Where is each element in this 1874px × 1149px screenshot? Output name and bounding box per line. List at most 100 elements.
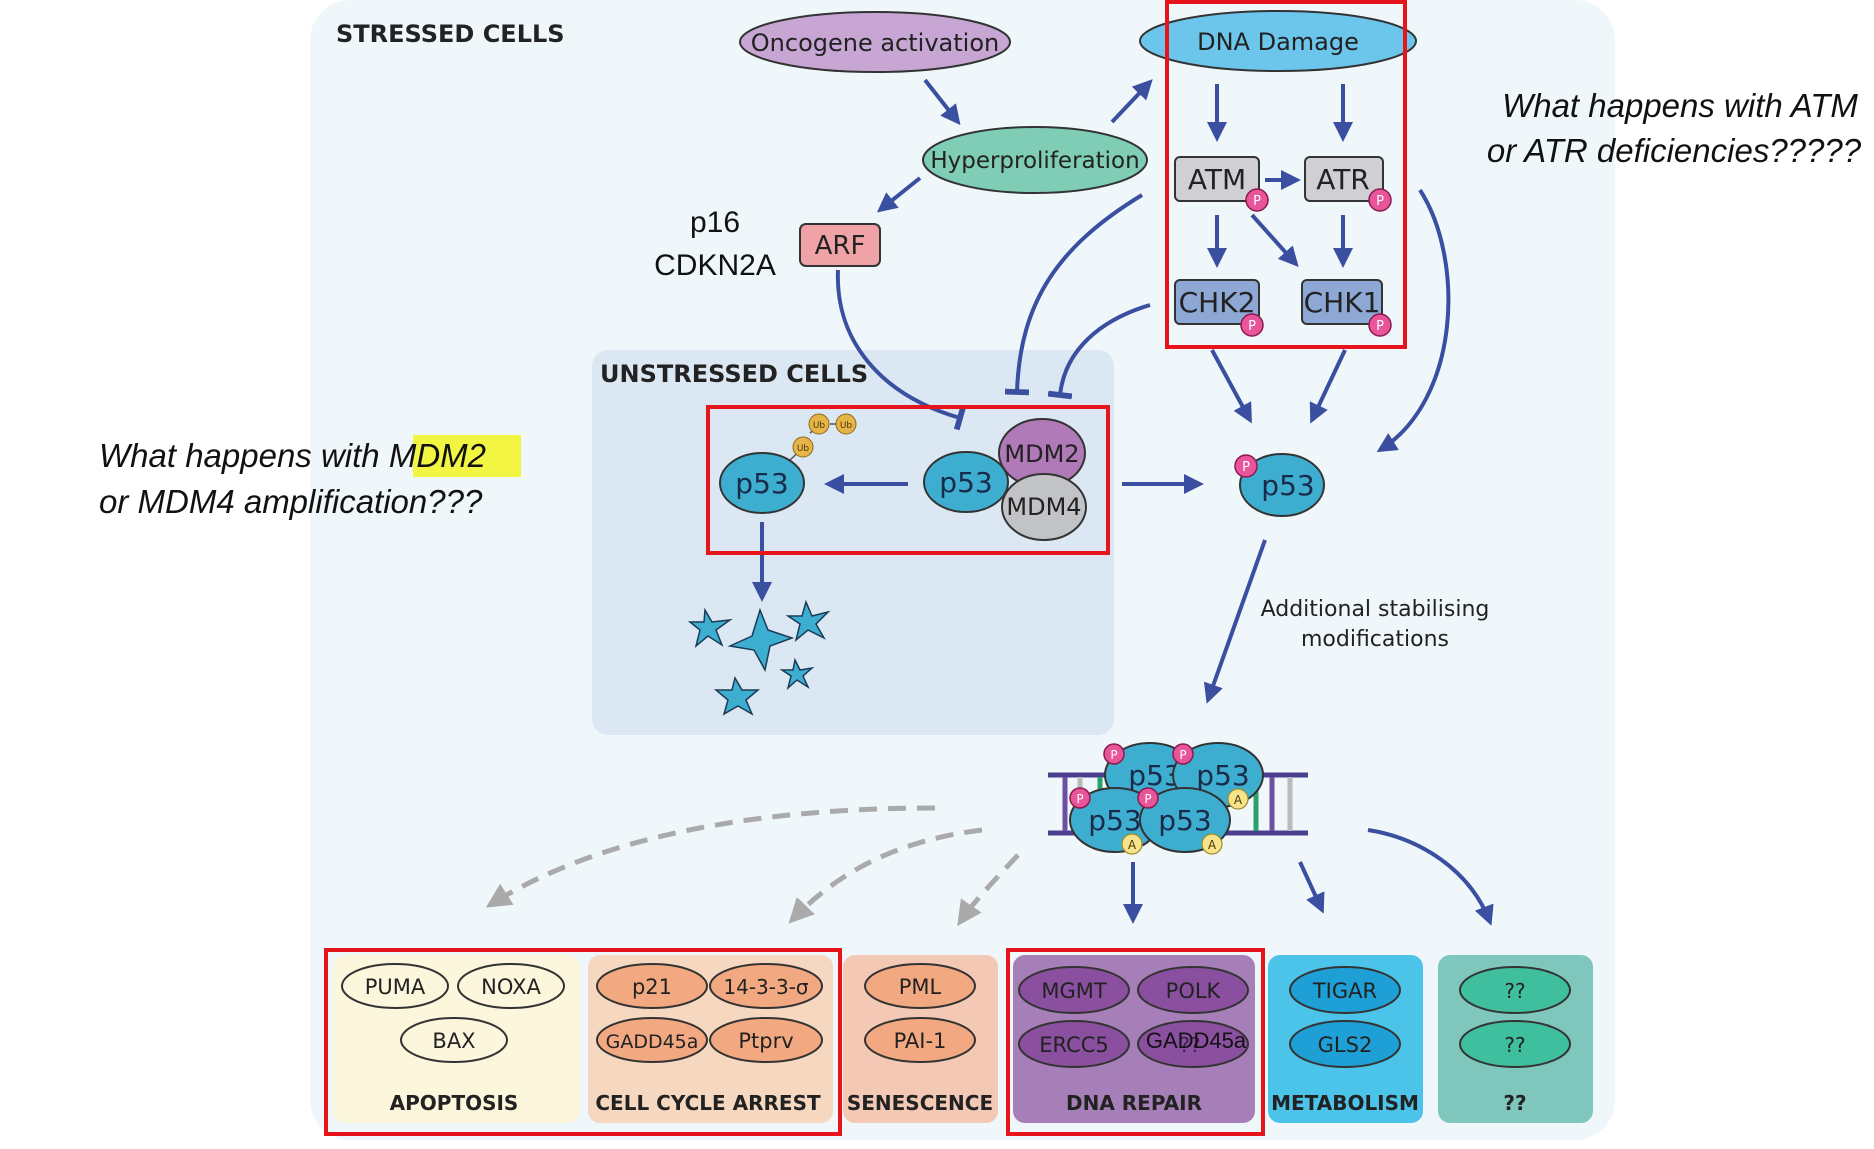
outcome-dna-repair: MGMT POLK ERCC5 ?? GADD45a DNA REPAIR <box>1013 955 1255 1123</box>
question-mdm-line2: or MDM4 amplification??? <box>99 483 483 520</box>
gene-gls2: GLS2 <box>1318 1033 1373 1057</box>
outcome-arrows-dashed <box>485 805 1020 927</box>
ubiquitin-chain-icon: Ub Ub Ub <box>789 413 857 461</box>
gene-polk: POLK <box>1166 979 1222 1003</box>
tetramer-acetyl-icon-1 <box>1227 788 1249 810</box>
atr-phospho-label: P <box>1376 194 1384 209</box>
gene-gadd45a-dna-repair: GADD45a <box>1146 1028 1247 1053</box>
unstressed-cells-panel <box>592 350 1114 735</box>
p53-bound-label: p53 <box>939 466 992 499</box>
chk2-phospho-icon <box>1240 313 1264 337</box>
mdm2-label: MDM2 <box>1004 440 1079 468</box>
mdm4-label: MDM4 <box>1006 493 1081 521</box>
arrow-to-unknown <box>1367 828 1494 926</box>
metabolism-label: METABOLISM <box>1271 1091 1419 1115</box>
highlight-box-dna-repair <box>1006 948 1265 1136</box>
arf-alias-p16: p16 <box>690 206 740 239</box>
hyperproliferation-node: Hyperproliferation <box>922 126 1148 194</box>
question-mdm-line1: What happens with MDM2 <box>99 437 486 474</box>
tetramer-acetyl-label-3: A <box>1208 838 1217 852</box>
highlight-box-atm-atr <box>1165 0 1407 349</box>
mdm2-highlight-mark <box>413 435 521 477</box>
gene-pml: PML <box>899 975 942 999</box>
atm-label: ATM <box>1188 163 1246 196</box>
arrow-chk2-to-p53 <box>1210 349 1252 424</box>
tetramer-p53-3: p53 <box>1088 804 1141 837</box>
outcome-cell-cycle-arrest: p21 14-3-3-σ GADD45a Ptprv CELL CYCLE AR… <box>588 955 833 1123</box>
highlight-box-apoptosis-cell-cycle <box>324 948 842 1136</box>
arrow-hyperproliferation-to-arf <box>876 176 922 213</box>
stabilising-note-line1: Additional stabilising <box>1261 597 1490 622</box>
unknown-outcome-label: ?? <box>1503 1091 1526 1115</box>
dna-repair-placeholder: ?? <box>1179 1033 1200 1057</box>
p53-mdm-complex: MDM2 MDM4 p53 <box>923 418 1087 541</box>
arrow-to-metabolism <box>1298 861 1325 914</box>
tetramer-p53-2: p53 <box>1196 759 1249 792</box>
gene-ptprv: Ptprv <box>738 1029 793 1053</box>
unstressed-cells-title: UNSTRESSED CELLS <box>600 360 868 388</box>
phospho-p53-node: p53 P <box>1234 453 1325 517</box>
phospho-p53-label: p53 <box>1261 469 1314 502</box>
arrow-to-cell-cycle-arrest <box>788 827 983 924</box>
degraded-protein-fragments-icon <box>687 599 831 716</box>
gene-p21: p21 <box>632 975 672 999</box>
atr-label: ATR <box>1316 163 1370 196</box>
arrow-to-senescence <box>957 853 1020 927</box>
tetramer-acetyl-icon-2 <box>1121 833 1143 855</box>
top-arrows <box>835 78 1451 453</box>
chk1-phospho-icon <box>1368 313 1392 337</box>
arrow-chk1-to-p53 <box>1309 349 1347 424</box>
chk1-node: CHK1 P <box>1301 279 1392 337</box>
oncogene-activation-label: Oncogene activation <box>751 29 999 57</box>
gene-gadd45a-cca: GADD45a <box>606 1031 699 1053</box>
dna-damage-label: DNA Damage <box>1197 28 1359 56</box>
gene-noxa: NOXA <box>481 975 541 999</box>
question-atm-atr-line1: What happens with ATM <box>1502 87 1858 124</box>
stabilising-note-line2: modifications <box>1301 627 1449 652</box>
highlight-box-mdm <box>706 405 1110 555</box>
tetramer-phospho-label-2: P <box>1179 748 1186 762</box>
arrow-atm-to-chk1 <box>1250 213 1299 267</box>
ubiquitin-label-2: Ub <box>813 421 826 431</box>
atr-node: ATR P <box>1304 156 1392 212</box>
chk2-label: CHK2 <box>1179 286 1256 319</box>
inhibit-hyperproliferation-mdm2 <box>1004 193 1144 396</box>
ubiquitin-label-3: Ub <box>840 421 853 431</box>
gene-tigar: TIGAR <box>1312 979 1377 1003</box>
dna-damage-node: DNA Damage <box>1139 10 1417 72</box>
p53-ub-label: p53 <box>735 467 788 500</box>
gene-mgmt: MGMT <box>1041 979 1107 1003</box>
tetramer-acetyl-label-2: A <box>1128 838 1137 852</box>
gene-pai-1: PAI-1 <box>894 1029 947 1053</box>
chk2-node: CHK2 P <box>1174 279 1264 337</box>
highlight-boxes <box>324 0 1407 1136</box>
atr-phospho-icon <box>1368 188 1392 212</box>
outcome-senescence: PML PAI-1 SENESCENCE <box>843 955 998 1123</box>
arf-node: ARF <box>799 223 881 267</box>
dna-repair-label: DNA REPAIR <box>1066 1091 1202 1115</box>
tetramer-phospho-label-1: P <box>1110 748 1117 762</box>
atm-phospho-label: P <box>1253 194 1261 209</box>
tetramer-phospho-label-4: P <box>1144 792 1151 806</box>
outcome-metabolism: TIGAR GLS2 METABOLISM <box>1268 955 1423 1123</box>
cell-cycle-arrest-label: CELL CYCLE ARREST <box>595 1091 821 1115</box>
gene-ercc5: ERCC5 <box>1039 1033 1109 1057</box>
arrow-to-apoptosis <box>485 805 936 908</box>
tetramer-phospho-label-3: P <box>1076 792 1083 806</box>
tetramer-phospho-icon-1 <box>1103 743 1125 765</box>
tetramer-p53-4: p53 <box>1158 804 1211 837</box>
unstressed-arrows <box>752 474 1204 602</box>
arrow-oncogene-to-hyperproliferation <box>923 78 961 126</box>
atm-phospho-icon <box>1245 188 1269 212</box>
gene-14-3-3-sigma: 14-3-3-σ <box>723 975 809 999</box>
chk2-phospho-label: P <box>1248 319 1256 334</box>
apoptosis-label: APOPTOSIS <box>390 1091 519 1115</box>
gene-puma: PUMA <box>365 975 426 999</box>
gene-unknown-1: ?? <box>1504 979 1525 1003</box>
outcome-apoptosis: PUMA NOXA BAX APOPTOSIS <box>333 955 580 1123</box>
question-mdm-prefix: What happens with <box>99 437 389 474</box>
atm-node: ATM P <box>1174 156 1269 212</box>
chk1-phospho-label: P <box>1376 319 1384 334</box>
p53-tetramer: p53 p53 p53 p53 P P P P A A A <box>1069 742 1264 855</box>
